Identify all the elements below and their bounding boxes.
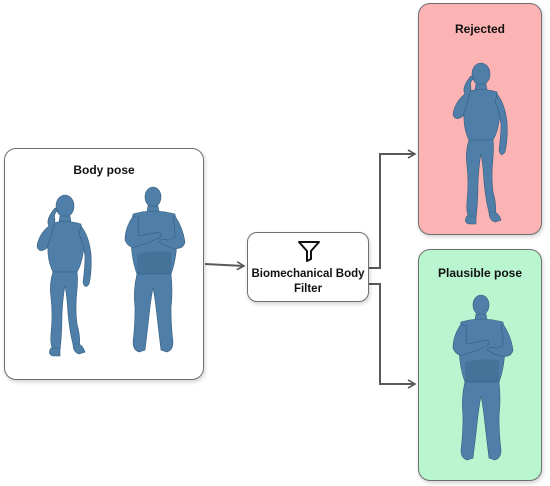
input-body-pose-box: Body pose xyxy=(4,148,204,380)
input-figures xyxy=(36,186,186,357)
input-title: Body pose xyxy=(73,163,135,177)
plausible-figure xyxy=(452,294,514,461)
figure-hand-on-chest xyxy=(124,186,186,353)
plausible-output-box: Plausible pose xyxy=(418,249,542,481)
figure-hand-at-face xyxy=(36,194,92,357)
arrow-filter-to-rejected xyxy=(369,149,417,269)
arrow-filter-to-plausible xyxy=(369,283,417,389)
rejected-title: Rejected xyxy=(454,22,506,36)
filter-label: Biomechanical Body Filter xyxy=(251,268,365,295)
arrow-input-to-filter xyxy=(204,260,246,271)
figure-hand-at-face xyxy=(452,62,508,225)
plausible-title: Plausible pose xyxy=(437,266,523,280)
rejected-output-box: Rejected xyxy=(418,3,542,235)
funnel-icon xyxy=(298,241,320,262)
figure-hand-on-chest xyxy=(452,294,514,461)
filter-box: Biomechanical Body Filter xyxy=(247,232,369,302)
rejected-figure xyxy=(452,62,508,225)
